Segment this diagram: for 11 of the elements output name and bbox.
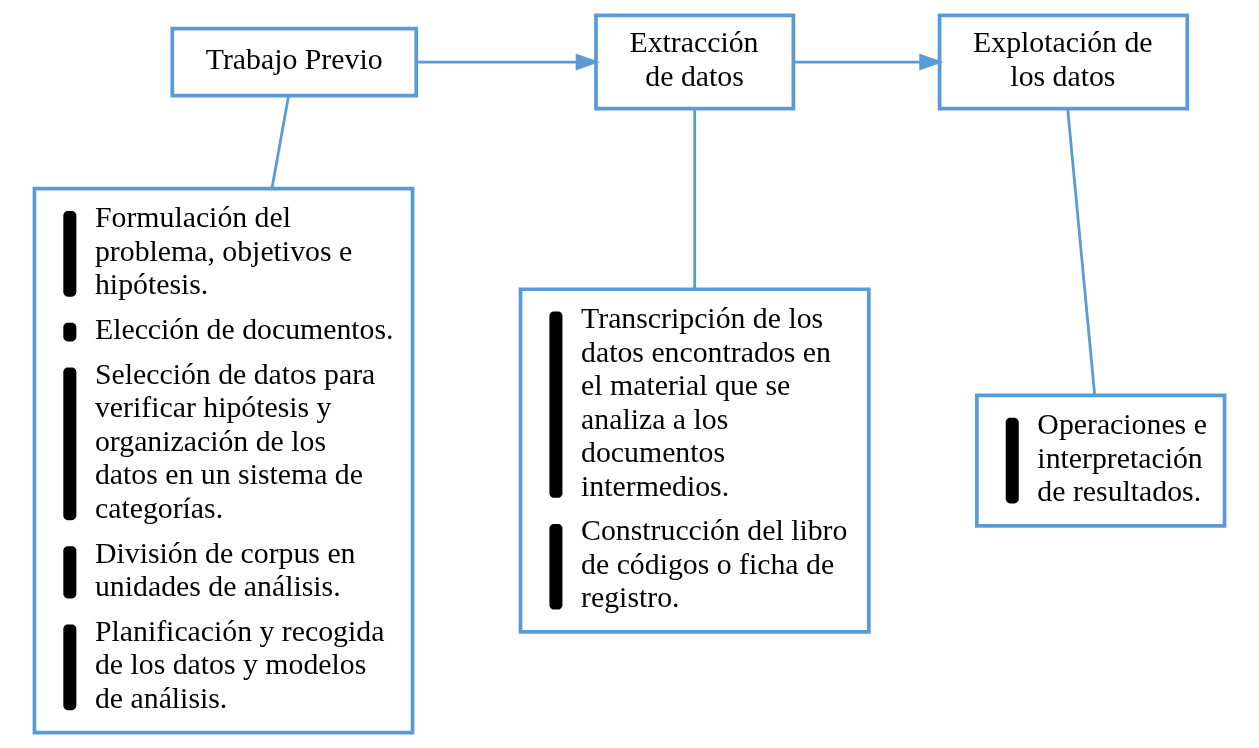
node-box: Operaciones e interpretación de resultados.	[975, 393, 1227, 528]
arrow	[416, 53, 600, 71]
connector	[270, 95, 290, 189]
node-box: Trabajo Previo	[170, 26, 419, 98]
connector	[1066, 109, 1097, 396]
node-box: Extracción de datos	[594, 13, 796, 111]
node-box: Explotación de los datos	[937, 13, 1190, 111]
connector	[693, 109, 697, 289]
node-box: Transcripción de los datos encontrados en el material que se analiza a los documentos intermedios. Construcción del libro de códigos o ficha de registro.	[518, 287, 871, 634]
node-box: Formulación del problema, objetivos e hipótesis. Elección de documentos. Selección de datos para verificar hipótesis y organización de los datos en un sistema de categorías. División de corpus en unidades de análisis. Planificación y recogida de los datos y modelos de análisis.	[32, 186, 415, 735]
arrow	[794, 53, 944, 71]
